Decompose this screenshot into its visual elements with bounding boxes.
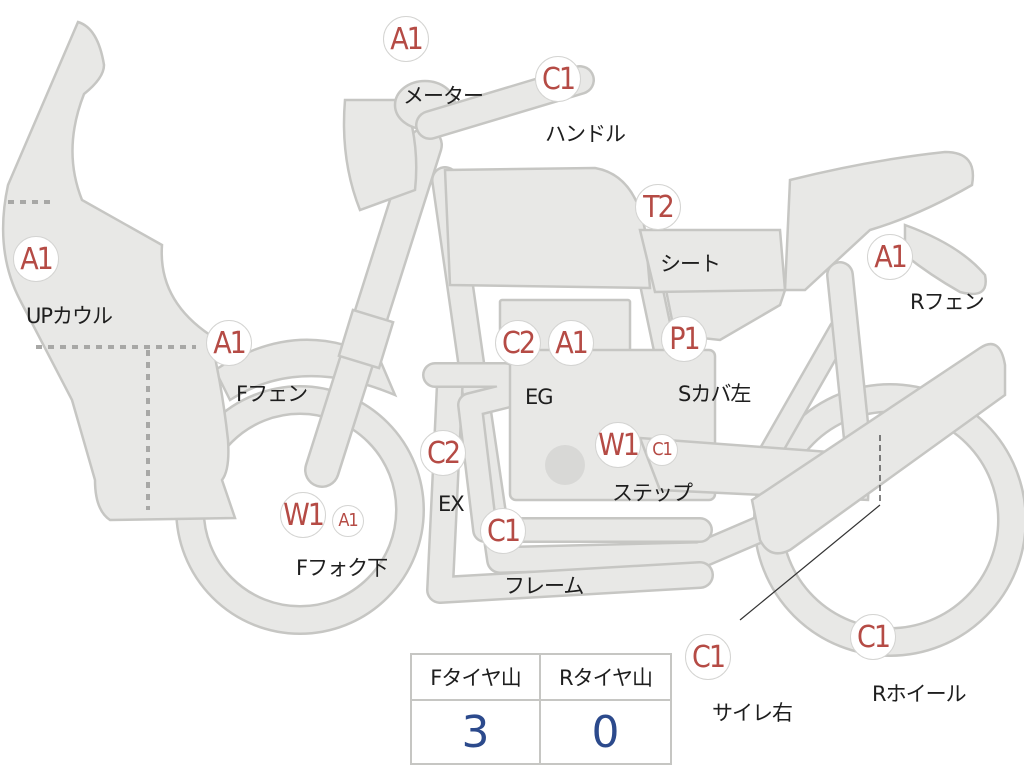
silencer-pointer-diagonal (739, 504, 881, 621)
f-fork-lower-grade-badge-2: A1 (332, 505, 364, 537)
rear-fender (903, 223, 987, 296)
r-fender-label: Rフェン (910, 290, 985, 314)
step-grade-badge: W1 (595, 422, 641, 468)
front-fork (304, 127, 443, 488)
rear-tire-value: 0 (591, 706, 620, 758)
f-fender-grade-badge: A1 (206, 320, 252, 366)
side-cover-left-grade-badge: P1 (661, 316, 707, 362)
rear-cowl (783, 150, 975, 292)
f-fork-lower-label: Fフォク下 (296, 556, 388, 580)
front-tire-value: 3 (412, 701, 541, 763)
rear-tire-header: Rタイヤ山 (541, 655, 670, 701)
exhaust-grade-badge: C2 (420, 430, 466, 476)
front-tire-header: Fタイヤ山 (412, 655, 541, 701)
engine-grade-badge-2: A1 (548, 320, 594, 366)
fuel-tank (443, 166, 652, 290)
r-wheel-grade-badge: C1 (850, 614, 896, 660)
exhaust-label: EX (438, 492, 465, 516)
silencer-right-label: サイレ右 (712, 701, 793, 725)
seat-grade-badge: T2 (635, 184, 681, 230)
handle-grade-badge: C1 (535, 56, 581, 102)
step-label: ステップ (612, 481, 693, 505)
engine-label: EG (525, 385, 554, 409)
tire-tread-table: Fタイヤ山 Rタイヤ山 3 0 (410, 653, 672, 765)
handle-label: ハンドル (545, 122, 626, 146)
side-cover-left-label: Sカバ左 (678, 382, 751, 406)
meter-grade-badge: A1 (383, 16, 429, 62)
meter-label: メーター (403, 84, 484, 108)
up-cowl-label: UPカウル (26, 304, 113, 328)
silencer-right-grade-badge: C1 (685, 634, 731, 680)
step-grade-badge-2: C1 (646, 434, 678, 466)
r-wheel-label: Rホイール (872, 682, 967, 706)
frame-label: フレーム (504, 574, 584, 598)
f-fender-label: Fフェン (236, 382, 308, 406)
silencer (750, 342, 1007, 555)
seat-label: シート (660, 252, 721, 276)
up-cowl-grade-badge: A1 (13, 236, 59, 282)
r-fender-grade-badge: A1 (867, 234, 913, 280)
frame-grade-badge: C1 (480, 508, 526, 554)
engine-grade-badge: C2 (495, 320, 541, 366)
f-fork-lower-grade-badge: W1 (280, 492, 326, 538)
